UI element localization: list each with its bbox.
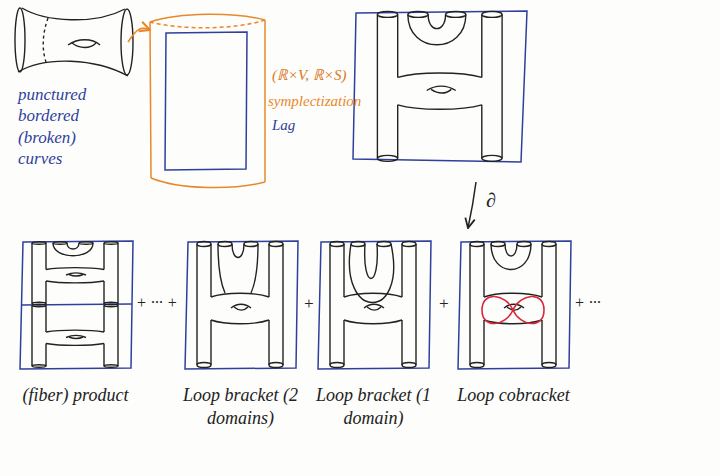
- panel-caption: Loop cobracket: [438, 384, 589, 407]
- surface-outline: [22, 8, 125, 20]
- curve-caption: punctured bordered (broken) curves: [18, 84, 102, 169]
- looping-tube: [349, 242, 393, 303]
- curve-illustration: punctured bordered (broken) curves: [12, 4, 128, 80]
- boundary-arrow: [468, 182, 476, 228]
- plus-sign: + ··· +: [136, 293, 178, 313]
- panel-caption: (fiber) product: [0, 384, 151, 407]
- boundary-symbol: ∂: [486, 188, 496, 213]
- tube-line: [232, 244, 244, 258]
- tube-line: [251, 244, 258, 293]
- panel-frame: [458, 241, 571, 369]
- panel: (fiber) product: [20, 242, 131, 369]
- lagrangian-frame: [165, 32, 247, 170]
- puncture: [377, 242, 391, 247]
- symplectization-box: (ℝ×V, ℝ×S)symplectization: [150, 12, 266, 188]
- panel-frame: [353, 11, 527, 162]
- tube-line: [365, 244, 378, 279]
- h-cobordism: [377, 11, 502, 161]
- symplectization-drawing: [150, 14, 265, 187]
- plus-sign: +: [303, 293, 314, 314]
- boundary-circle: [15, 8, 25, 72]
- tube-line: [349, 244, 393, 303]
- panel-caption: Loop bracket (2 domains): [183, 384, 298, 429]
- plus-sign: + ···: [574, 293, 601, 313]
- breaking-circle: [43, 18, 48, 62]
- puncture: [351, 242, 365, 247]
- cylinder-edge: [264, 20, 266, 182]
- surface-outline: [18, 61, 128, 76]
- pair-label: (ℝ×V, ℝ×S): [272, 66, 346, 85]
- h-cobordism: [197, 242, 283, 368]
- panel-frame: [20, 241, 133, 369]
- figure-eight-loop: [482, 296, 544, 323]
- curve-surface: [15, 8, 133, 76]
- h-cobordism: [32, 304, 118, 367]
- cylinder-edge: [150, 20, 265, 28]
- cylinder-edge: [150, 14, 265, 22]
- h-cobordism: [330, 242, 416, 368]
- panel-frame: [185, 241, 298, 369]
- panel-caption: Loop bracket (1 domain): [316, 384, 431, 429]
- handle: [72, 43, 96, 48]
- panel: Loop bracket (2 domains): [185, 242, 296, 369]
- plus-sign: +: [438, 293, 449, 314]
- puncture: [218, 242, 232, 247]
- cylinder-edge: [151, 178, 265, 188]
- cylinder-edge: [150, 22, 151, 178]
- cap-tube: [53, 242, 93, 256]
- tube-line: [218, 244, 225, 293]
- panel: Loop bracket (1 domain): [318, 242, 429, 369]
- symplectization-label: symplectization: [268, 92, 361, 111]
- cap-tube: [408, 11, 466, 44]
- cap-tube: [491, 242, 531, 270]
- lag-label: Lag: [272, 116, 295, 135]
- merged-tube: [218, 242, 258, 294]
- h-cobordism: [470, 242, 556, 368]
- h-cobordism: [32, 242, 118, 305]
- boundary-circle: [121, 9, 133, 75]
- map-arrow: [128, 28, 150, 42]
- panel: Loop cobracket: [458, 242, 569, 369]
- puncture: [244, 242, 258, 247]
- panel-frame: [318, 241, 431, 369]
